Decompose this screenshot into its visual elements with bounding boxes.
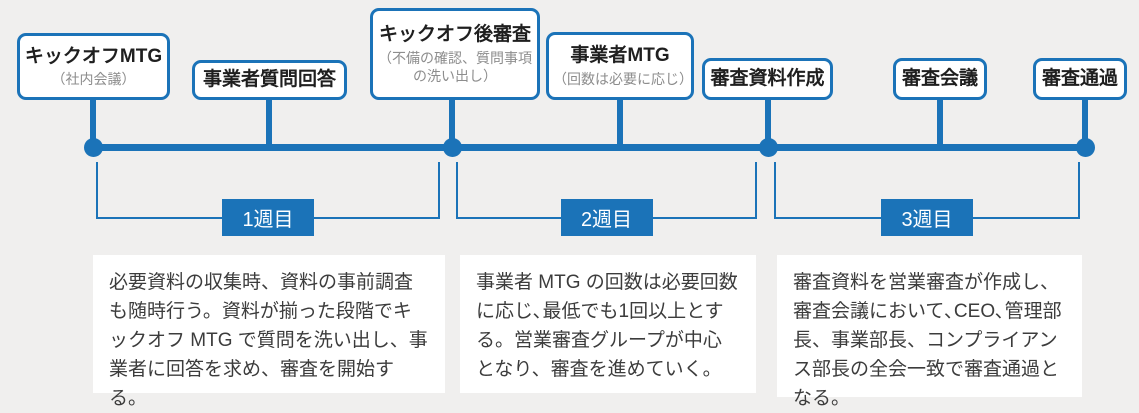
- milestone-post-kickoff-review: キックオフ後審査 （不備の確認、質問事項の洗い出し）: [370, 8, 540, 100]
- connector-line: [765, 95, 771, 151]
- milestone-subtitle: （不備の確認、質問事項の洗い出し）: [378, 49, 532, 84]
- week-description-text: 必要資料の収集時、資料の事前調査も随時行う。資料が揃った段階でキックオフ MTG…: [109, 272, 428, 409]
- milestone-title: 事業者質問回答: [202, 69, 336, 91]
- milestone-title: 審査資料作成: [710, 68, 825, 90]
- connector-line: [266, 95, 272, 151]
- milestone-title: 事業者MTG: [570, 45, 670, 67]
- milestone-title: 審査会議: [901, 68, 978, 90]
- milestone-title: キックオフMTG: [24, 45, 163, 67]
- connector-line: [937, 95, 943, 151]
- week-bracket-3: 3週目: [774, 162, 1080, 236]
- week-description-3: 審査資料を営業審査が作成し、審査会議において､CEO､管理部長、事業部長、コンプ…: [777, 255, 1082, 409]
- milestone-business-question-answer: 事業者質問回答: [192, 60, 347, 100]
- timeline-dot-end: [1076, 138, 1095, 157]
- week-description-text: 事業者 MTG の回数は必要回数に応じ､最低でも1回以上とする。営業審査グループ…: [476, 272, 738, 380]
- milestone-title: キックオフ後審査: [378, 23, 531, 45]
- week-description-1: 必要資料の収集時、資料の事前調査も随時行う。資料が揃った段階でキックオフ MTG…: [93, 255, 445, 409]
- timeline-dot-week1-start: [84, 138, 103, 157]
- milestone-review-meeting: 審査会議: [893, 58, 987, 100]
- milestone-kickoff-mtg: キックオフMTG （社内会議）: [17, 33, 170, 100]
- week-bracket-2: 2週目: [456, 162, 757, 236]
- timeline-dot-week3-start: [759, 138, 778, 157]
- connector-line: [617, 95, 623, 151]
- timeline-line: [93, 144, 1085, 151]
- connector-line: [449, 95, 455, 151]
- milestone-title: 審査通過: [1041, 68, 1118, 90]
- week-label-3: 3週目: [881, 199, 973, 236]
- week-label-2: 2週目: [560, 199, 653, 236]
- week-description-2: 事業者 MTG の回数は必要回数に応じ､最低でも1回以上とする。営業審査グループ…: [460, 255, 756, 393]
- week-description-text: 審査資料を営業審査が作成し、審査会議において､CEO､管理部長、事業部長、コンプ…: [793, 272, 1062, 409]
- timeline-dot-week2-start: [443, 138, 462, 157]
- milestone-subtitle: （社内会議）: [51, 71, 136, 88]
- week-label-1: 1週目: [222, 199, 314, 236]
- week-bracket-1: 1週目: [96, 162, 440, 236]
- milestone-business-mtg: 事業者MTG （回数は必要に応じ）: [546, 32, 694, 100]
- milestone-review-docs-creation: 審査資料作成: [702, 58, 833, 100]
- connector-line: [90, 95, 96, 151]
- milestone-subtitle: （回数は必要に応じ）: [553, 70, 693, 87]
- milestone-review-passed: 審査通過: [1033, 58, 1127, 100]
- connector-line: [1082, 95, 1088, 151]
